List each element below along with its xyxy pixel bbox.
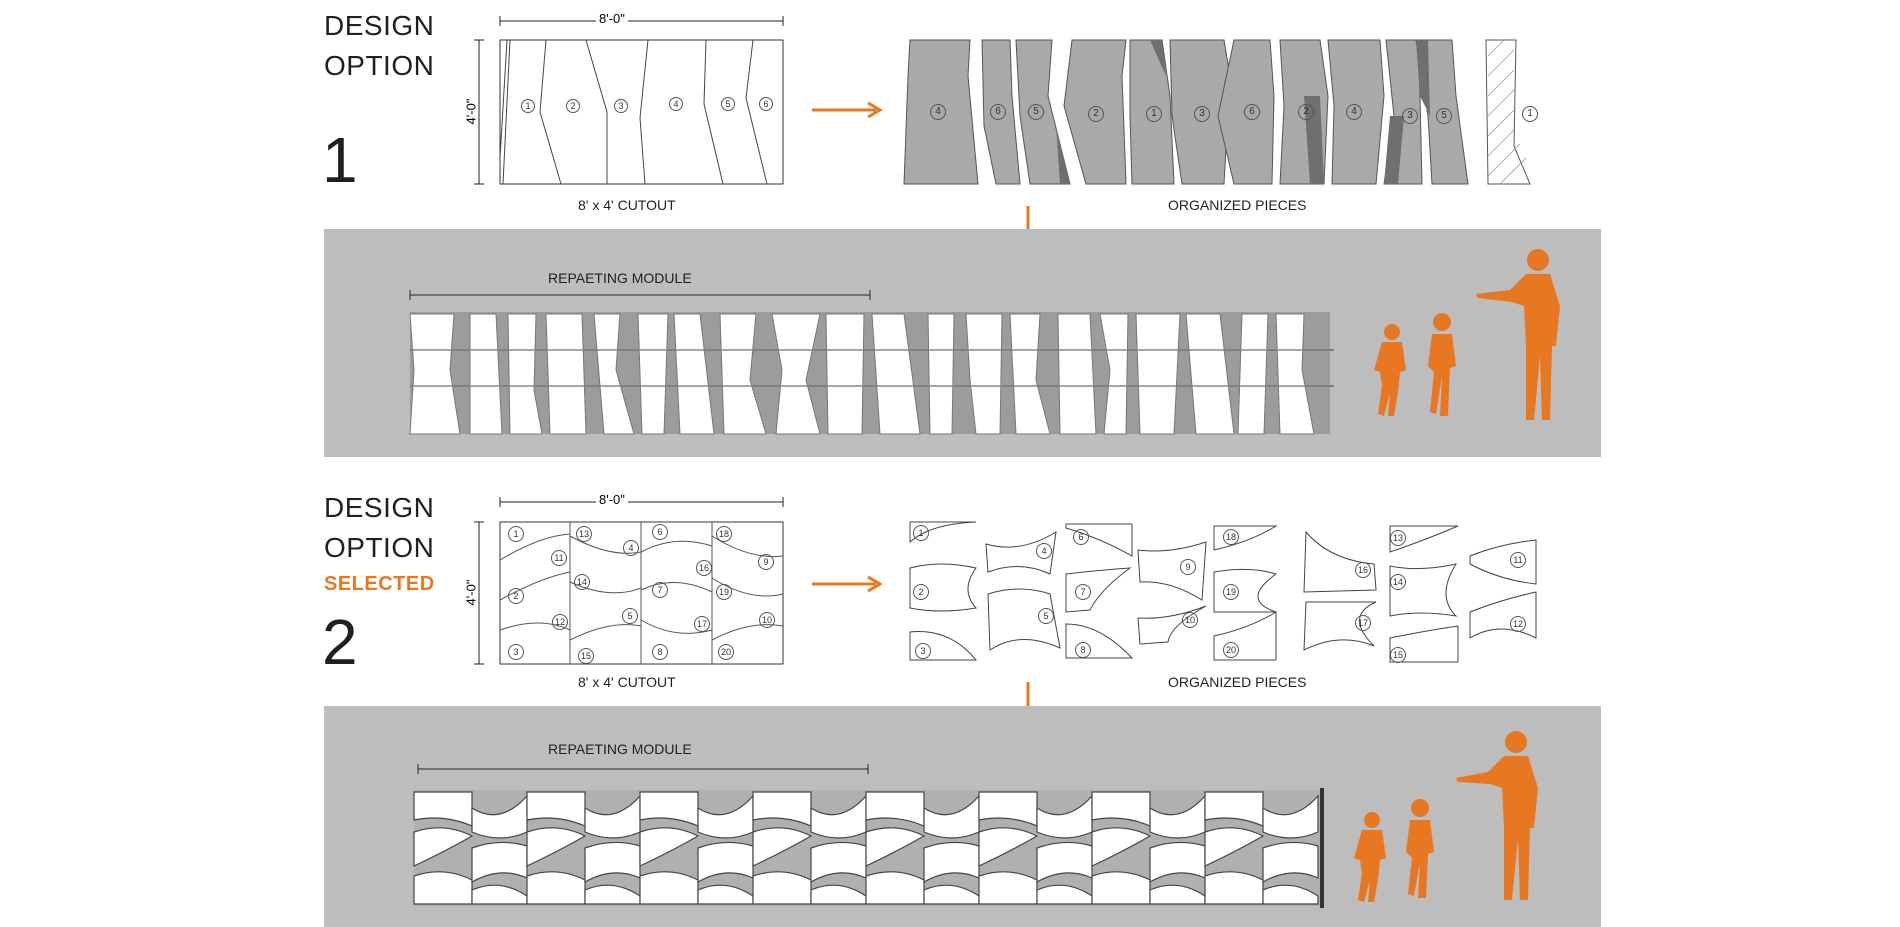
organized-piece-number: 6: [990, 104, 1006, 120]
organized-piece-number: 5: [1028, 104, 1044, 120]
option1-cutout-diagram: [474, 16, 784, 185]
organized-piece-number: 8: [1075, 642, 1091, 658]
cutout-piece-number: 10: [759, 612, 775, 628]
cutout-piece-number: 2: [566, 99, 580, 113]
organized-piece-number: 5: [1436, 108, 1452, 124]
cutout-piece-number: 4: [669, 97, 683, 111]
organized-piece-number: 15: [1390, 647, 1406, 663]
organized-piece-number: 16: [1355, 562, 1371, 578]
cutout-piece-number: 3: [614, 99, 628, 113]
organized-piece-number: 6: [1244, 104, 1260, 120]
organized-piece-number: 7: [1075, 584, 1091, 600]
option2-module-dimension: [417, 764, 869, 774]
organized-piece-number: 3: [915, 643, 931, 659]
organized-piece-number: 10: [1182, 612, 1198, 628]
cutout-piece-number: 14: [574, 574, 590, 590]
organized-piece-number: 9: [1180, 559, 1196, 575]
cutout-piece-number: 8: [652, 644, 668, 660]
organized-piece-number: 13: [1390, 530, 1406, 546]
organized-piece-number: 2: [1298, 104, 1314, 120]
option2-cutout-caption: 8' x 4' CUTOUT: [578, 674, 676, 690]
option2-module-caption: REPAETING MODULE: [548, 741, 692, 757]
cutout-piece-number: 1: [521, 99, 535, 113]
option1-people-silhouettes: [1374, 249, 1560, 420]
cutout-piece-number: 19: [716, 584, 732, 600]
option1-dim-height: 4'-0": [463, 98, 479, 125]
option2-number: 2: [322, 606, 358, 678]
organized-piece-number: 1: [913, 525, 929, 541]
cutout-piece-number: 20: [718, 644, 734, 660]
cutout-piece-number: 18: [716, 526, 732, 542]
cutout-piece-number: 16: [696, 560, 712, 576]
option2-cutout-diagram: [474, 497, 784, 665]
cutout-piece-number: 7: [652, 582, 668, 598]
option1-heading-line1: DESIGN: [324, 10, 435, 41]
option2-selected-label: SELECTED: [324, 573, 435, 595]
option2-people-silhouettes: [1354, 731, 1538, 902]
option1-organized-caption: ORGANIZED PIECES: [1168, 197, 1307, 213]
organized-piece-number: 3: [1194, 106, 1210, 122]
organized-piece-number: 5: [1038, 608, 1054, 624]
organized-piece-number: 19: [1223, 584, 1239, 600]
organized-piece-number: 2: [1088, 106, 1104, 122]
organized-piece-number: 18: [1223, 529, 1239, 545]
option2-module-wall: [413, 788, 1324, 908]
option2-dim-height: 4'-0": [463, 579, 479, 606]
organized-piece-number: 11: [1510, 552, 1526, 568]
option1-right-arrow: [812, 101, 883, 119]
option1-heading-line2: OPTION: [324, 50, 435, 81]
option1-dim-width: 8'-0": [596, 11, 628, 26]
organized-piece-number: 1: [1146, 106, 1162, 122]
cutout-piece-number: 5: [721, 97, 735, 111]
organized-piece-number: 4: [1036, 543, 1052, 559]
organized-piece-number: 14: [1390, 574, 1406, 590]
organized-piece-number: 17: [1355, 615, 1371, 631]
option1-cutout-caption: 8' x 4' CUTOUT: [578, 197, 676, 213]
organized-piece-number: 6: [1073, 529, 1089, 545]
option1-module-caption: REPAETING MODULE: [548, 270, 692, 286]
cutout-piece-number: 11: [551, 550, 567, 566]
cutout-piece-number: 4: [623, 540, 639, 556]
organized-piece-number: 4: [1346, 104, 1362, 120]
option2-dim-width: 8'-0": [596, 492, 628, 507]
cutout-piece-number: 15: [578, 648, 594, 664]
option2-heading-line1: DESIGN: [324, 492, 435, 523]
organized-piece-number: 12: [1510, 616, 1526, 632]
cutout-piece-number: 6: [759, 97, 773, 111]
cutout-piece-number: 1: [508, 526, 524, 542]
cutout-piece-number: 5: [622, 608, 638, 624]
option2-right-arrow: [812, 575, 883, 593]
cutout-piece-number: 2: [508, 588, 524, 604]
cutout-piece-number: 17: [694, 616, 710, 632]
organized-piece-number: 1: [1522, 106, 1538, 122]
cutout-piece-number: 9: [758, 554, 774, 570]
cutout-piece-number: 3: [508, 644, 524, 660]
organized-piece-number: 3: [1402, 108, 1418, 124]
option2-heading-line2: OPTION: [324, 532, 435, 563]
option1-number: 1: [322, 124, 358, 196]
cutout-piece-number: 12: [552, 614, 568, 630]
option1-module-dimension: [409, 290, 871, 300]
cutout-piece-number: 6: [652, 524, 668, 540]
organized-piece-number: 2: [913, 584, 929, 600]
option2-organized-caption: ORGANIZED PIECES: [1168, 674, 1307, 690]
option1-module-wall: [409, 312, 1334, 435]
organized-piece-number: 20: [1223, 642, 1239, 658]
cutout-piece-number: 13: [576, 526, 592, 542]
organized-piece-number: 4: [930, 104, 946, 120]
